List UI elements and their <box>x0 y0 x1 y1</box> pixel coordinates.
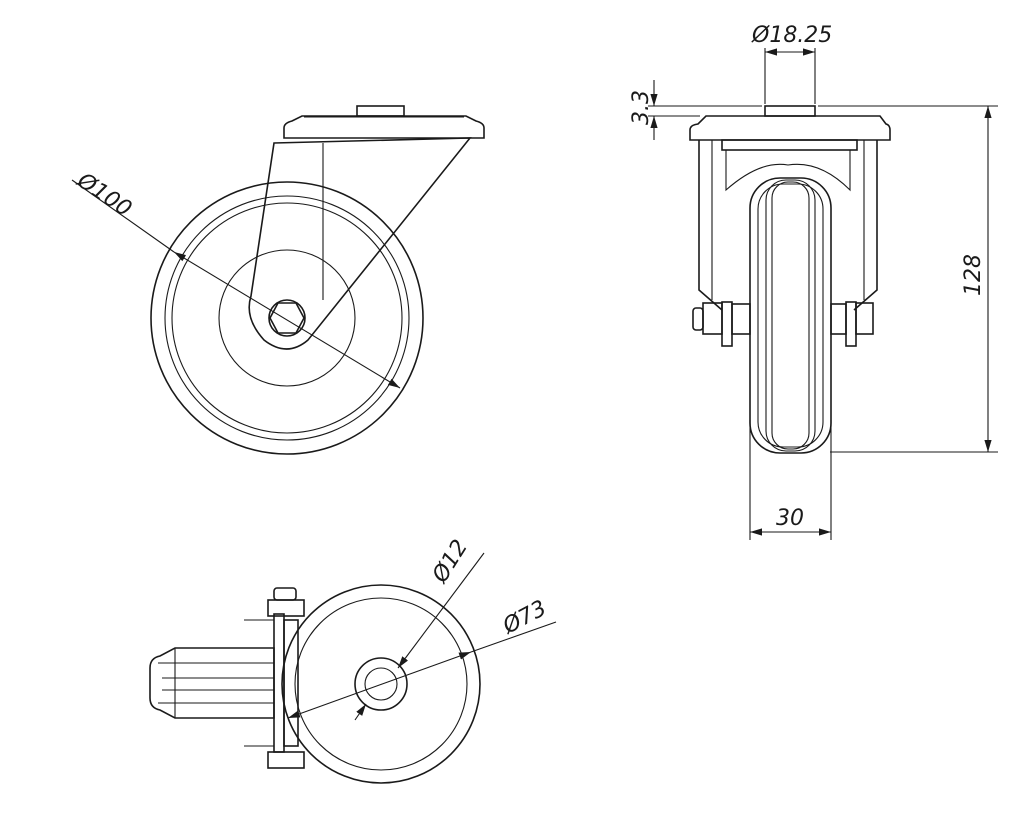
tire <box>749 177 832 454</box>
hub-circle <box>281 584 481 784</box>
stud <box>356 105 405 117</box>
bottom-nut-bottom <box>267 751 305 769</box>
side-view: Ø100 <box>71 105 485 455</box>
top-plate <box>283 115 485 139</box>
axle-nut-right <box>855 302 874 335</box>
front-view: Ø18.25 3.3 128 30 <box>629 23 998 540</box>
bottom-view: Ø73 Ø12 <box>149 536 557 784</box>
wheel-width-label: 30 <box>776 506 804 531</box>
stud-diameter-label: Ø18.25 <box>751 23 832 48</box>
wheel-diameter-label: Ø100 <box>72 168 136 222</box>
axle-diameter-label: Ø12 <box>427 536 473 589</box>
plate-thickness-label: 3.3 <box>629 90 654 125</box>
hex-nut <box>269 302 305 334</box>
overall-height-label: 128 <box>961 254 986 296</box>
